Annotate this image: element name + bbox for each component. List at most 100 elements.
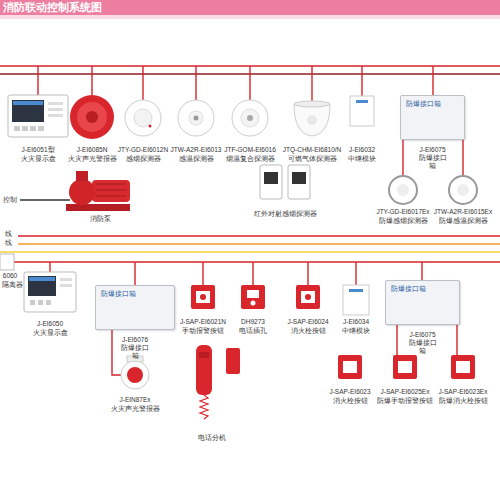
device-label: J-SAP-EI6023: [329, 388, 370, 396]
red-button: [338, 355, 362, 379]
bus-wire: [91, 66, 92, 95]
display-panel: [38, 126, 44, 131]
bus-wire: [18, 243, 500, 244]
display-panel: [13, 101, 43, 105]
beam-detector: [264, 172, 278, 184]
display-panel: [30, 126, 36, 131]
diagram-title: 消防联动控制系统图: [3, 1, 102, 14]
device-label: 线: [5, 239, 12, 247]
device-label: 火灾显示盘: [21, 155, 56, 163]
bus-wire: [307, 262, 308, 285]
detector-icon: [178, 100, 214, 136]
fire-pump: [96, 184, 126, 185]
device-label: 可燃气体探测器: [288, 155, 337, 163]
device-label: DH9273: [241, 318, 265, 326]
isolator: [0, 254, 14, 270]
device-label: J-EIN87Ex: [119, 396, 150, 404]
device-label: JTF-GOM-EI6016: [224, 146, 276, 154]
red-button: [251, 301, 256, 306]
box-heading: J-EI6076 防爆接口箱: [118, 336, 152, 360]
bus-wire: [432, 66, 433, 95]
ex-detector: [457, 184, 469, 196]
box-text: 防爆接口箱: [391, 285, 426, 293]
ex-detector: [449, 176, 477, 204]
device-label: 火灾声光警报器: [111, 405, 160, 413]
display-panel: [22, 126, 28, 131]
beam-detector: [260, 165, 310, 199]
device-label: JTW-A2R-EI6013: [171, 146, 222, 154]
relay-module: [349, 289, 363, 292]
fire-pump: [96, 190, 126, 191]
bus-wire: [20, 199, 70, 200]
bus-wire: [249, 66, 250, 100]
display-panel: [48, 114, 63, 117]
detector-icon: [232, 100, 268, 136]
detector-icon: [247, 115, 253, 121]
fire-pump: [66, 171, 130, 211]
red-button: [296, 285, 320, 309]
box-heading: J-EI6075 防爆接口箱: [416, 146, 450, 170]
red-button: [247, 290, 259, 298]
device-label: 隔离器: [2, 281, 23, 289]
device-label: 中继模块: [342, 327, 370, 335]
sounder-strobe: [86, 111, 98, 123]
display-panel: [24, 272, 76, 312]
device-label: 感烟探测器: [126, 155, 161, 163]
bus-wire: [112, 330, 121, 375]
header-band: [0, 15, 500, 19]
box-text: 防爆接口箱: [406, 100, 441, 108]
detector-icon: [125, 100, 161, 136]
display-panel: [14, 126, 20, 131]
display-panel: [30, 300, 35, 305]
bus-wire: [421, 262, 422, 280]
device-label: J-SAP-EI6021N: [180, 318, 226, 326]
display-panel: [12, 100, 44, 122]
header-band: [0, 0, 500, 19]
display-panel: [8, 95, 68, 137]
detector-icon: [125, 100, 330, 136]
detector-icon: [134, 109, 152, 127]
device-label: JTW-A2R-EI6015Ex: [434, 208, 492, 216]
device-label: 防爆感温探测器: [439, 217, 488, 225]
bus-wire: [18, 235, 500, 236]
device-label: 消火栓按钮: [333, 397, 368, 405]
device-label: J-EI6050: [37, 320, 63, 328]
beam-detector: [292, 172, 306, 184]
isolator: [0, 254, 14, 270]
fire-pump: [69, 179, 95, 205]
phone-handset: [196, 345, 240, 419]
bus-wire: [0, 261, 500, 262]
ex-sounder: [121, 356, 149, 389]
bus-wire: [37, 66, 38, 95]
device-label: 电话分机: [198, 434, 226, 442]
box-heading: J-EI6075 防爆接口箱: [406, 331, 440, 355]
red-button: [398, 361, 412, 373]
fire-pump: [76, 171, 88, 181]
phone-handset: [200, 395, 208, 419]
beam-detector: [260, 165, 282, 199]
red-button: [301, 291, 315, 303]
red-button: [305, 294, 311, 300]
bus-wire: [134, 262, 135, 285]
header-band: [0, 0, 500, 15]
device-label: 线: [5, 230, 12, 238]
phone-handset: [226, 348, 240, 374]
device-label: J-EI6032: [349, 146, 375, 154]
detector-icon: [241, 109, 259, 127]
display-panel: [24, 272, 76, 312]
device-label: J-EI6085N: [77, 146, 108, 154]
ex-sounder: [121, 361, 149, 389]
device-label: 手动报警按钮: [182, 327, 224, 335]
detector-icon: [307, 115, 317, 125]
relay-module: [343, 96, 374, 315]
interface-box: 防爆接口箱J-EI6075 防爆接口箱: [400, 95, 465, 140]
device-label: JTY-GD-EI6017Ex: [376, 208, 429, 216]
ex-detector: [389, 176, 417, 204]
device-label: 防爆感烟探测器: [379, 217, 428, 225]
display-panel: [28, 276, 56, 296]
device-label: 防爆手动报警按钮: [377, 397, 433, 405]
sounder-strobe: [70, 95, 114, 139]
fire-pump: [66, 204, 130, 211]
device-label: 消防泵: [90, 215, 111, 223]
